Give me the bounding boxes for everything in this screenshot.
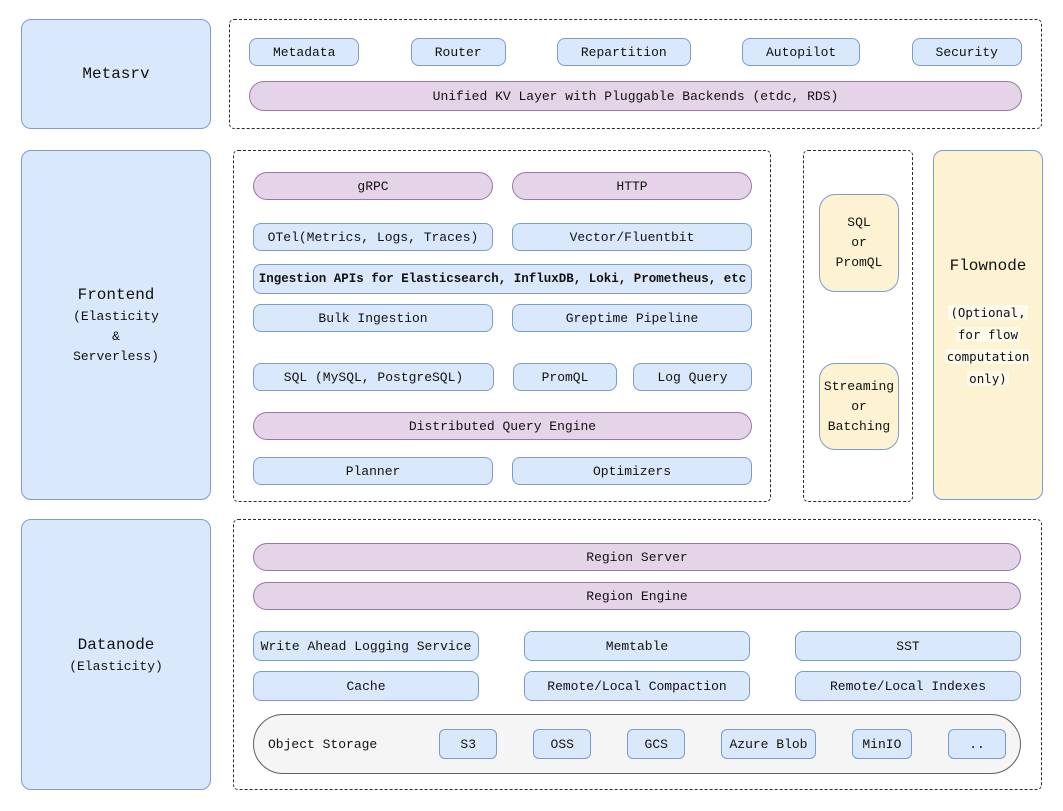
flow-input-line1: SQL (847, 215, 871, 230)
metasrv-component-autopilot: Autopilot (742, 38, 861, 66)
flow-mode-line3: Batching (827, 418, 891, 434)
object-storage-label: Object Storage (268, 736, 378, 752)
flow-input-line2: or (851, 235, 867, 250)
object-storage-container: Object Storage S3 OSS GCS Azure Blob Min… (253, 714, 1021, 774)
indexes-box: Remote/Local Indexes (795, 671, 1021, 701)
metasrv-component-metadata: Metadata (249, 38, 360, 66)
vector-fluentbit-box: Vector/Fluentbit (512, 223, 752, 251)
flow-io-panel: SQL or PromQL Streaming or Batching (803, 150, 913, 502)
log-query-box: Log Query (633, 363, 752, 391)
metasrv-box: Metasrv (21, 19, 211, 129)
grpc-pill: gRPC (253, 172, 493, 200)
datanode-panel: Region Server Region Engine Write Ahead … (233, 519, 1042, 790)
flow-input-line3: PromQL (835, 255, 883, 270)
promql-box: PromQL (513, 363, 617, 391)
sst-box: SST (795, 631, 1021, 661)
otel-box: OTel(Metrics, Logs, Traces) (253, 223, 493, 251)
pipeline-row: Bulk Ingestion Greptime Pipeline (253, 304, 752, 332)
provider-azure-blob: Azure Blob (721, 729, 816, 759)
flownode-label: Flownode (949, 257, 1027, 275)
provider-more: .. (948, 729, 1006, 759)
memtable-box: Memtable (524, 631, 750, 661)
optimizers-box: Optimizers (512, 457, 752, 485)
region-server-pill: Region Server (253, 543, 1021, 571)
compaction-box: Remote/Local Compaction (524, 671, 750, 701)
flow-mode-box: Streaming or Batching (819, 363, 899, 450)
flow-input-box: SQL or PromQL (819, 194, 899, 292)
ingestion-apis-box: Ingestion APIs for Elasticsearch, Influx… (253, 264, 752, 294)
greptime-pipeline-box: Greptime Pipeline (512, 304, 752, 332)
query-row: SQL (MySQL, PostgreSQL) PromQL Log Query (253, 363, 752, 391)
bulk-ingestion-box: Bulk Ingestion (253, 304, 493, 332)
metasrv-component-security: Security (911, 38, 1022, 66)
flownode-note-line2: for flow (955, 327, 1021, 342)
flownode-note-line1: (Optional, (948, 305, 1028, 320)
storage-row2: Cache Remote/Local Compaction Remote/Loc… (253, 671, 1021, 701)
flownode-note: (Optional, for flow computation only) (944, 302, 1032, 390)
flow-mode-line2: or (851, 398, 867, 414)
protocol-row: gRPC HTTP (253, 172, 752, 200)
provider-s3: S3 (439, 729, 498, 759)
metasrv-component-repartition: Repartition (556, 38, 691, 66)
sql-box: SQL (MySQL, PostgreSQL) (253, 363, 494, 391)
datanode-label: Datanode (77, 635, 155, 654)
flownode-box: Flownode (Optional, for flow computation… (933, 150, 1043, 500)
query-row-right: PromQL Log Query (513, 363, 752, 391)
frontend-sublabel-line3: Serverless) (73, 349, 159, 364)
flownode-note-line4: only) (967, 371, 1009, 386)
wal-service-box: Write Ahead Logging Service (253, 631, 479, 661)
provider-gcs: GCS (627, 729, 686, 759)
planner-box: Planner (253, 457, 493, 485)
http-pill: HTTP (512, 172, 752, 200)
metasrv-label: Metasrv (82, 65, 150, 83)
frontend-box: Frontend (Elasticity & Serverless) (21, 150, 211, 500)
region-engine-pill: Region Engine (253, 582, 1021, 610)
metasrv-components-row: Metadata Router Repartition Autopilot Se… (249, 38, 1022, 66)
unified-kv-layer-pill: Unified KV Layer with Pluggable Backends… (249, 81, 1022, 111)
metasrv-panel: Metadata Router Repartition Autopilot Se… (229, 19, 1042, 129)
storage-row1: Write Ahead Logging Service Memtable SST (253, 631, 1021, 661)
cache-box: Cache (253, 671, 479, 701)
provider-minio: MinIO (851, 729, 912, 759)
distributed-query-engine-pill: Distributed Query Engine (253, 412, 752, 440)
collector-row: OTel(Metrics, Logs, Traces) Vector/Fluen… (253, 223, 752, 251)
frontend-label: Frontend (77, 286, 155, 304)
flow-mode-line1: Streaming (823, 378, 895, 394)
provider-oss: OSS (533, 729, 592, 759)
metasrv-component-router: Router (410, 38, 506, 66)
datanode-sublabel: (Elasticity) (69, 658, 163, 674)
flownode-note-line3: computation (944, 349, 1032, 364)
datanode-box: Datanode (Elasticity) (21, 519, 211, 790)
planner-row: Planner Optimizers (253, 457, 752, 485)
frontend-sublabel-line1: (Elasticity (73, 309, 159, 324)
frontend-sublabel-line2: & (112, 329, 120, 344)
frontend-panel: gRPC HTTP OTel(Metrics, Logs, Traces) Ve… (233, 150, 771, 502)
